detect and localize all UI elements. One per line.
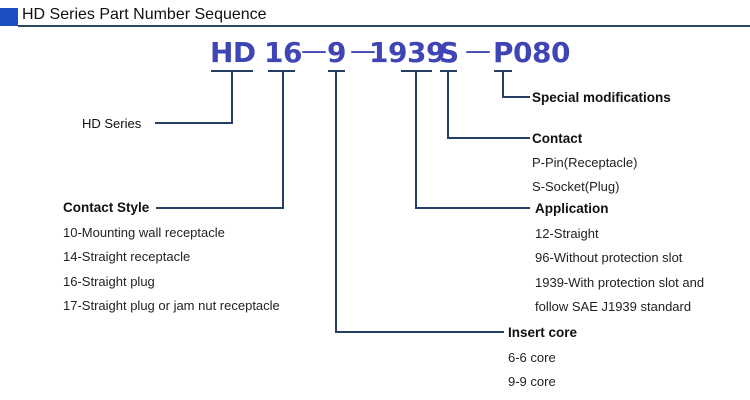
bracket-series <box>155 70 253 124</box>
insert-core-option: 6-6 core <box>508 350 556 365</box>
code-series: HD <box>210 36 256 69</box>
bracket-insert-core <box>328 70 504 333</box>
code-contact-style: 16 <box>264 36 302 69</box>
header-accent-block <box>0 8 18 26</box>
application-option: 96-Without protection slot <box>535 250 683 265</box>
bracket-application <box>401 70 530 209</box>
header-divider <box>18 25 750 27</box>
insert-core-option: 9-9 core <box>508 374 556 389</box>
contact-option: P-Pin(Receptacle) <box>532 155 638 170</box>
code-special: P080 <box>493 36 570 69</box>
application-option: follow SAE J1939 standard <box>535 299 692 314</box>
page-title: HD Series Part Number Sequence <box>22 6 267 23</box>
application-option: 1939-With protection slot and <box>535 275 705 290</box>
contact-style-option: 14-Straight receptacle <box>63 249 191 264</box>
bracket-special <box>494 70 530 98</box>
label-contact: Contact <box>532 131 583 146</box>
label-insert-core: Insert core <box>508 325 578 340</box>
code-application: 1939 <box>369 36 445 69</box>
code-dash-1: — <box>301 36 327 66</box>
contact-option: S-Socket(Plug) <box>532 179 620 194</box>
bracket-contact-style <box>156 70 295 209</box>
contact-style-option: 16-Straight plug <box>63 274 155 289</box>
label-contact-style: Contact Style <box>63 200 150 215</box>
contact-style-option: 10-Mounting wall receptacle <box>63 225 225 240</box>
code-dash-3: — <box>465 36 491 66</box>
label-special-modifications: Special modifications <box>532 90 671 105</box>
contact-style-option: 17-Straight plug or jam nut receptacle <box>63 298 280 313</box>
application-option: 12-Straight <box>535 226 599 241</box>
bracket-contact <box>440 70 530 139</box>
label-series: HD Series <box>82 116 142 131</box>
code-contact: S <box>439 36 459 69</box>
label-application: Application <box>535 201 609 216</box>
code-dash-2: — <box>350 36 376 66</box>
code-insert-core: 9 <box>327 36 346 69</box>
